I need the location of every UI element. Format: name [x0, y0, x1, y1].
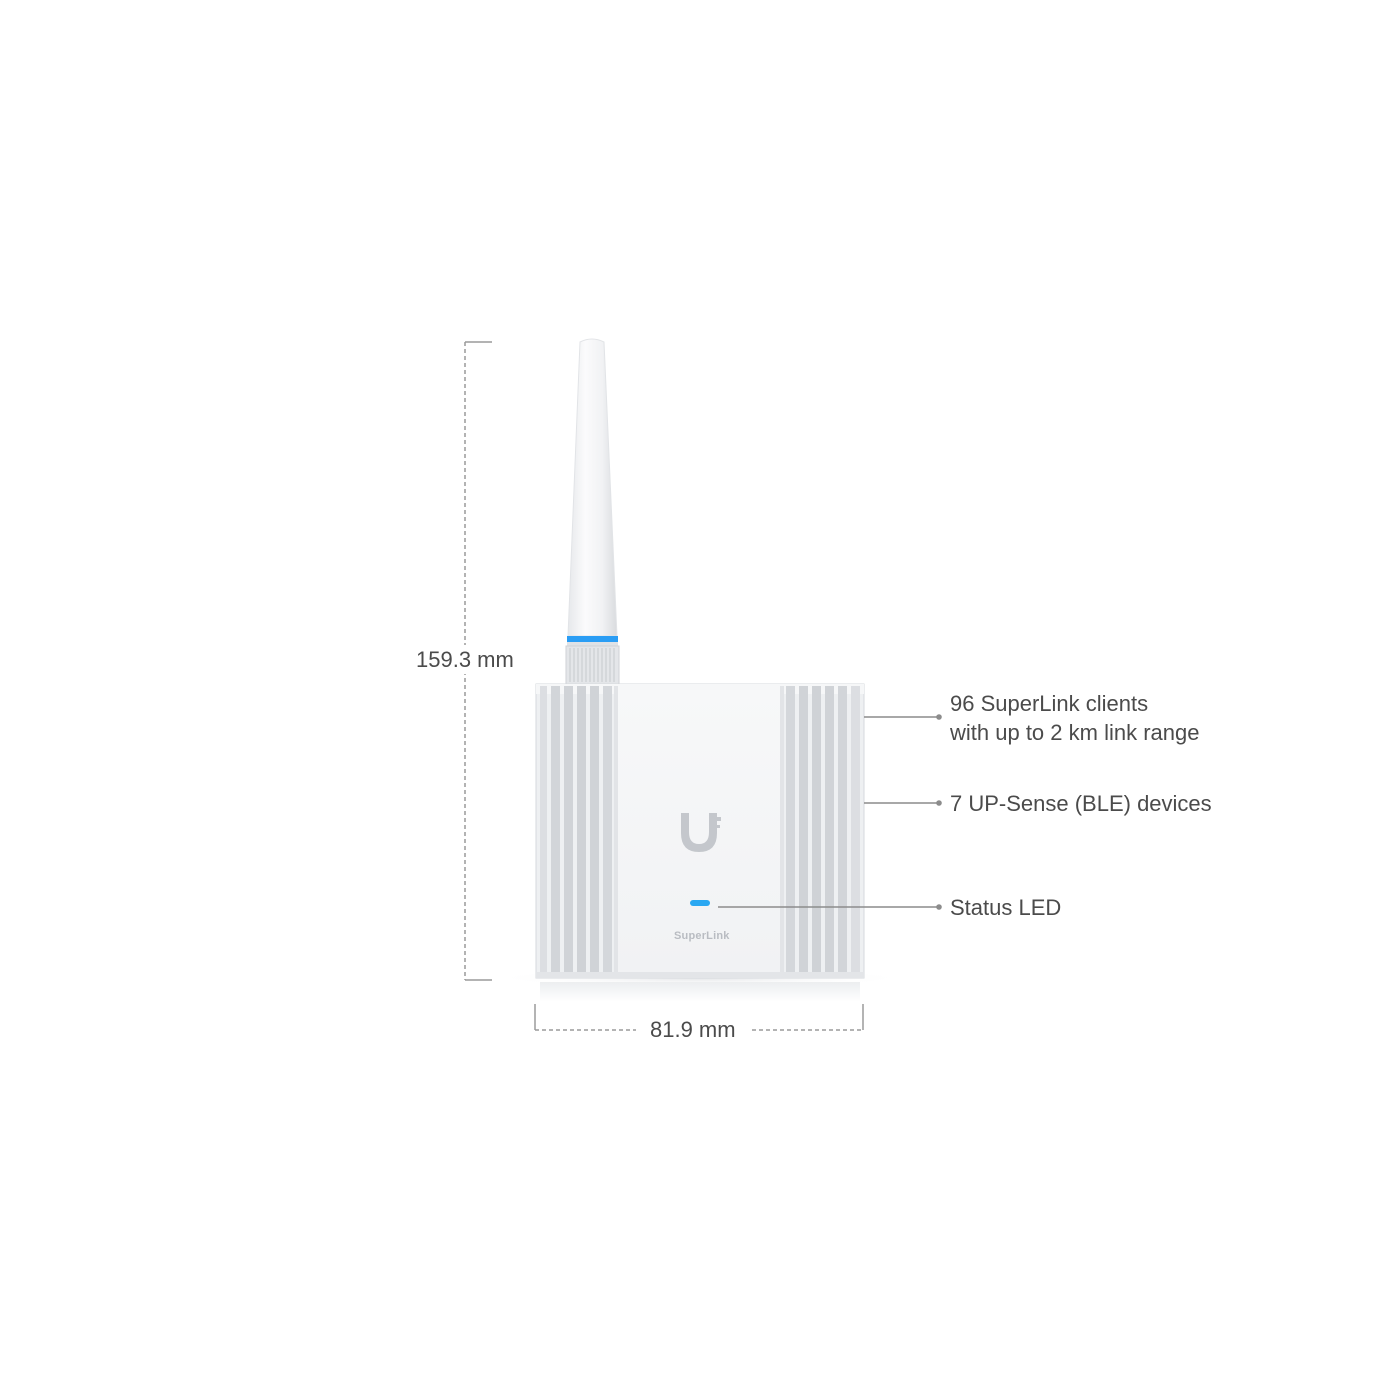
antenna-connector — [565, 645, 620, 685]
status-led — [690, 900, 710, 906]
right-heatsink-fins — [780, 686, 860, 976]
ubiquiti-u-logo-icon — [681, 813, 721, 852]
width-dimension-label: 81.9 mm — [636, 1015, 750, 1044]
callout-leader-lines — [718, 714, 942, 910]
device-front-panel — [618, 690, 780, 972]
antenna — [565, 338, 620, 685]
callout-superlink-clients-line2: with up to 2 km link range — [950, 720, 1200, 745]
device-body — [535, 683, 865, 979]
callout-status-led: Status LED — [950, 895, 1062, 920]
callout-superlink-clients-line1: 96 SuperLink clients — [950, 691, 1149, 716]
height-dimension-label: 159.3 mm — [412, 645, 518, 674]
left-heatsink-fins — [540, 686, 618, 976]
device-brand-label: SuperLink — [674, 930, 730, 942]
callout-up-sense-devices: 7 UP-Sense (BLE) devices — [950, 791, 1212, 816]
antenna-ring — [567, 636, 618, 642]
device-reflection — [540, 982, 860, 1002]
callout-superlink-clients: 96 SuperLink clients with up to 2 km lin… — [950, 689, 1199, 747]
